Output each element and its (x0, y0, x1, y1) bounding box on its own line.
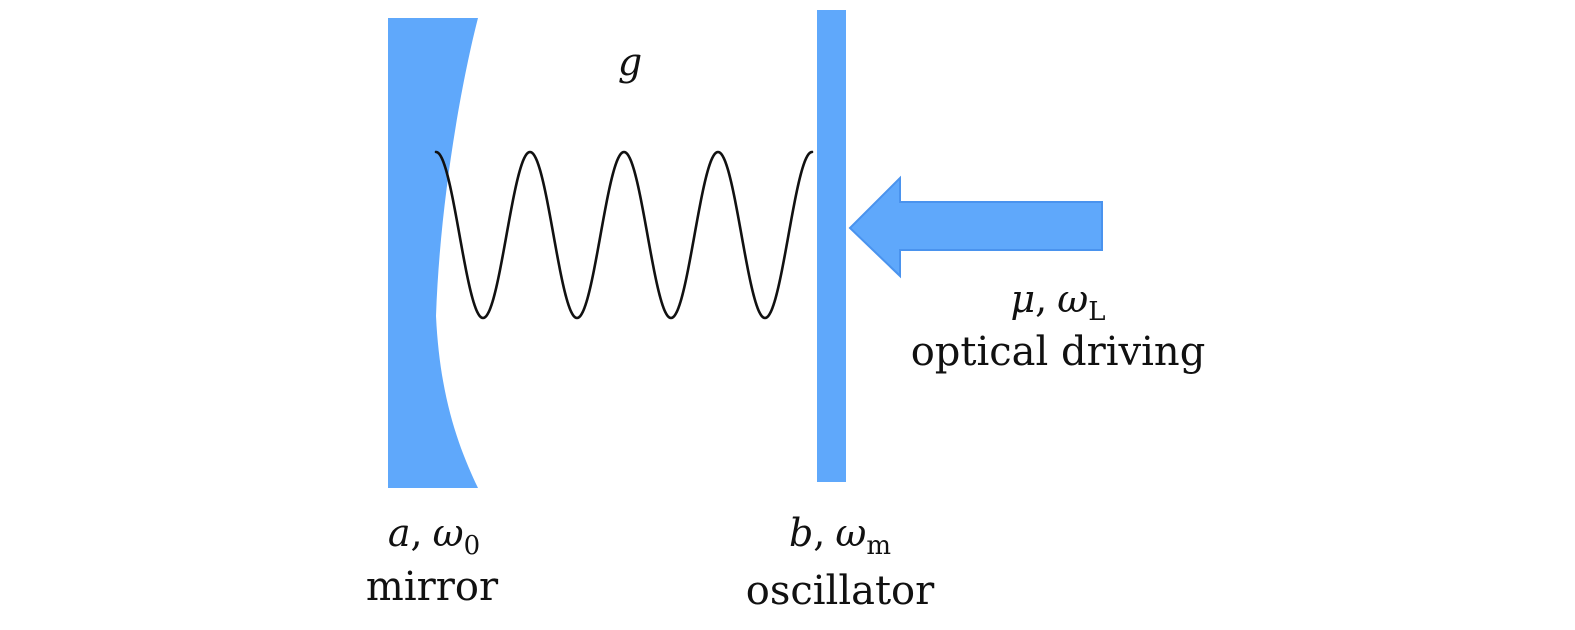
mirror-mode-symbol: a (388, 511, 411, 555)
oscillator-freq-symbol: ω (835, 511, 866, 555)
mirror-name: mirror (366, 564, 499, 610)
oscillator-plate (817, 10, 846, 482)
drive-param-label: μ,ωL (1010, 277, 1105, 327)
mirror-separator: , (411, 511, 423, 555)
drive-freq-subscript: L (1088, 297, 1105, 327)
mirror-shape (388, 18, 478, 488)
drive-amp-symbol: μ (1010, 277, 1035, 321)
oscillator-separator: , (813, 511, 825, 555)
oscillator-freq-subscript: m (866, 531, 891, 561)
oscillator-name: oscillator (746, 568, 935, 614)
drive-separator: , (1035, 277, 1047, 321)
mirror-freq-symbol: ω (433, 511, 464, 555)
coupling-spring (434, 150, 814, 320)
mirror-mode-label: a,ω0 (388, 511, 480, 561)
optical-driving-arrow (848, 175, 1103, 279)
oscillator-mode-symbol: b (789, 511, 813, 555)
coupling-label: g (618, 40, 642, 84)
drive-name: optical driving (911, 329, 1206, 375)
drive-freq-symbol: ω (1057, 277, 1088, 321)
oscillator-mode-label: b,ωm (789, 511, 891, 561)
mirror-freq-subscript: 0 (464, 531, 481, 561)
